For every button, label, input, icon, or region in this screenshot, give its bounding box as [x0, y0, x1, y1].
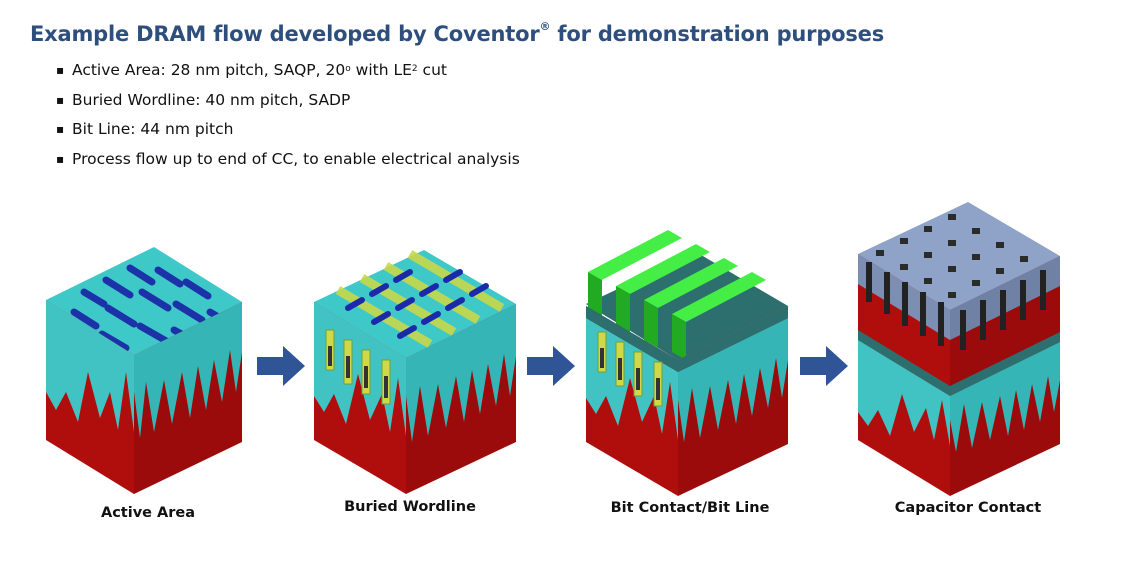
- capacitor-contact-cube: [858, 202, 1060, 496]
- bullet-active-area: Active Area: 28 nm pitch, SAQP, 20o with…: [56, 58, 520, 88]
- buried-wordline-cube: [314, 250, 516, 494]
- active-area-cube: [46, 247, 242, 494]
- stage-label-bit-contact-bit-line: Bit Contact/Bit Line: [610, 500, 770, 516]
- bullet-buried-wordline: Buried Wordline: 40 nm pitch, SADP: [56, 88, 520, 118]
- arrow-right-icon: [257, 346, 305, 386]
- arrow-right-icon: [527, 346, 575, 386]
- stage-label-buried-wordline: Buried Wordline: [344, 499, 476, 515]
- page-title: Example DRAM flow developed by Coventor®…: [30, 20, 885, 46]
- stage-label-capacitor-contact: Capacitor Contact: [894, 500, 1042, 516]
- bullet-list: Active Area: 28 nm pitch, SAQP, 20o with…: [56, 58, 520, 176]
- bullet-bit-line: Bit Line: 44 nm pitch: [56, 117, 520, 147]
- stage-label-active-area: Active Area: [100, 505, 196, 521]
- bullet-process-flow: Process flow up to end of CC, to enable …: [56, 147, 520, 177]
- bit-contact-bit-line-cube: [586, 230, 788, 496]
- arrow-right-icon: [800, 346, 848, 386]
